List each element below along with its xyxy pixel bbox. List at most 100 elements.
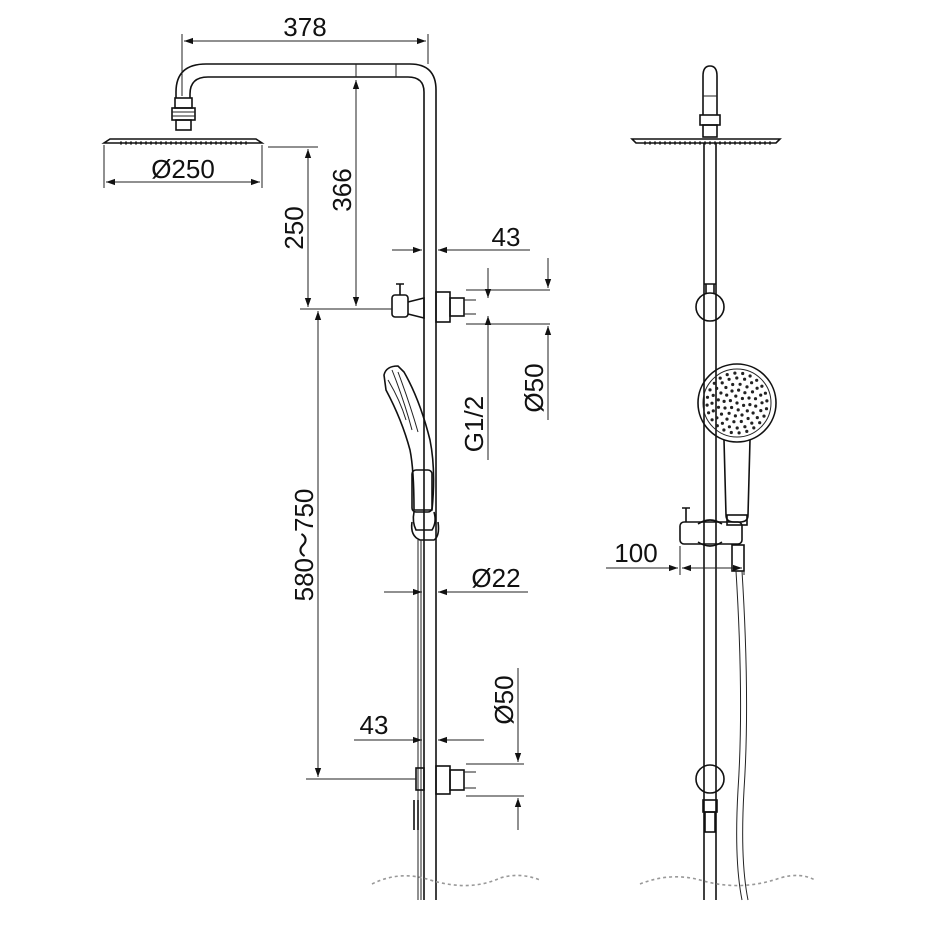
spray-nozzle [737,388,741,392]
dim-43-top: 43 [392,222,530,254]
spray-nozzle [746,416,750,421]
spray-nozzle [727,377,731,381]
dim-label-arm-length: 378 [283,12,326,42]
spray-nozzle [730,389,734,393]
spray-nozzle [720,381,724,385]
spray-nozzle [730,405,734,410]
dim-label-bracket-offset-bottom: 43 [360,710,389,740]
spray-nozzle [710,418,714,422]
dim-g12: G1/2 [459,268,492,460]
spray-nozzle [737,431,741,435]
floor-line-left [371,874,541,887]
spray-nozzle [732,420,736,424]
spray-nozzle [720,421,725,425]
spray-nozzle [728,399,733,403]
side-view: 100 [606,65,816,901]
front-view: 378 366 250 Ø250 43 Ø50 [101,12,552,900]
spray-nozzle [731,382,735,387]
spray-nozzle [711,409,715,413]
spray-nozzle [745,429,749,433]
spray-nozzle [736,408,740,412]
spray-nozzle [705,403,709,407]
rain-head [101,138,265,145]
spray-nozzle [716,405,721,409]
spray-nozzle [725,417,729,421]
handshower-side [383,365,440,900]
spray-nozzle [743,391,747,395]
shower-arm [171,63,437,330]
spray-nozzle [715,386,719,390]
spray-nozzle [740,413,744,417]
spray-nozzle [755,378,759,382]
spray-nozzle [745,409,749,413]
spray-nozzle [725,373,729,377]
dim-d22: Ø22 [384,563,528,596]
dim-label-bracket-diameter-top: Ø50 [519,363,549,412]
spray-nozzle [755,386,759,390]
spray-nozzle [724,385,728,390]
spray-nozzle [750,390,755,394]
spray-nozzle [753,397,758,401]
spray-nozzle [705,395,710,399]
dim-label-bracket-offset-top: 43 [492,222,521,252]
top-wall-bracket [391,283,476,323]
spray-nozzle [739,419,743,424]
dim-d50-top: Ø50 [466,258,552,420]
dim-d250: Ø250 [103,145,263,188]
spray-nozzle [747,396,751,400]
spray-nozzle [725,393,729,397]
spray-nozzle [743,425,747,429]
spray-nozzle [748,374,752,378]
dim-43-bottom: 43 [354,710,484,744]
spray-nozzle [711,393,715,397]
dim-100: 100 [606,538,745,575]
dim-250: 250 [268,146,392,310]
dim-580-750: 580～750 [289,311,416,780]
spray-nozzle [755,416,759,420]
spray-nozzle [712,381,716,385]
spray-nozzle [718,376,722,380]
spray-nozzle [735,426,739,430]
spray-nozzle [710,401,714,405]
spray-nozzle [743,377,747,381]
spray-nozzle [750,381,754,385]
spray-nozzle [758,421,762,425]
spray-nozzle [716,398,720,402]
spray-nozzle [745,385,749,389]
slider-bracket [679,507,745,572]
spray-nozzle [727,411,731,415]
spray-nozzle [759,393,763,397]
spray-nozzle [754,404,758,408]
dim-label-head-drop: 250 [279,206,309,249]
spray-nozzle [715,424,719,428]
spray-nozzle [735,401,739,405]
spray-nozzle [708,388,712,392]
spray-nozzle [722,428,726,432]
spray-nozzle [742,403,746,407]
dim-label-handshower-offset: 100 [614,538,657,568]
dim-label-rail-diameter: Ø22 [471,563,520,593]
handshower-front [697,363,777,526]
dim-label-head-diameter: Ø250 [151,154,215,184]
spray-nozzle [750,421,754,425]
spray-nozzle [733,414,738,418]
spray-nozzle [740,396,745,401]
spray-nozzle [751,411,755,415]
spray-nozzle [723,406,727,410]
dim-d50-bottom: Ø50 [466,668,524,830]
bottom-wall-bracket [413,765,476,830]
spray-nozzle [765,399,769,403]
dim-366: 366 [327,80,360,306]
spray-nozzle [722,399,726,403]
spray-nozzle [759,409,763,413]
spray-nozzle [764,407,769,411]
dim-378: 378 [181,12,429,96]
dim-label-thread: G1/2 [459,396,489,452]
riser-rail [423,330,437,900]
spray-nozzle [760,401,764,405]
spray-nozzle [729,430,733,435]
spray-nozzle [741,371,745,376]
spray-nozzle [715,416,719,420]
dim-label-bracket-diameter-bottom: Ø50 [489,675,519,724]
